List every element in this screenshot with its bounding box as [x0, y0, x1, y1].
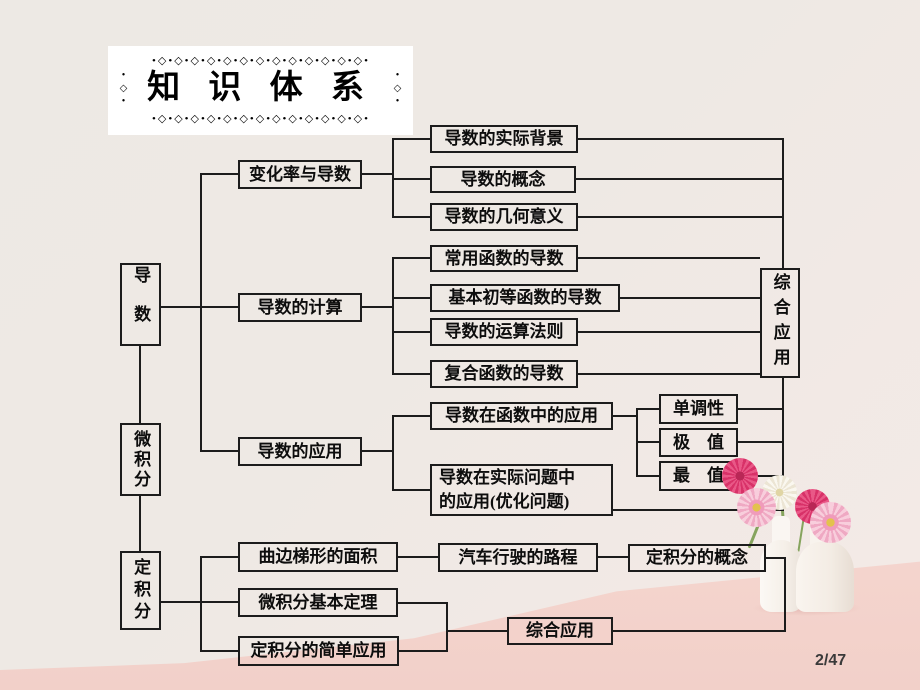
connector-line	[161, 306, 238, 308]
connector-line	[578, 331, 760, 333]
connector-line	[636, 441, 659, 443]
node-common-functions: 常用函数的导数	[430, 245, 578, 272]
node-actual-background: 导数的实际背景	[430, 125, 578, 153]
connector-line	[784, 557, 786, 632]
left-vase-body	[760, 540, 802, 612]
connector-line	[200, 173, 238, 175]
connector-line	[620, 297, 760, 299]
connector-line	[613, 509, 784, 511]
connector-line	[766, 557, 786, 559]
ornament-border-bottom: •◇•◇•◇•◇•◇•◇•◇•◇•◇•◇•◇•◇•◇•	[152, 113, 370, 125]
connector-line	[200, 556, 202, 652]
node-derivative: 导数	[120, 263, 161, 346]
node-rate-of-change: 变化率与导数	[238, 160, 362, 189]
node-derivative-application: 导数的应用	[238, 437, 362, 466]
connector-line	[578, 373, 760, 375]
connector-line	[578, 138, 784, 140]
node-composite-functions: 复合函数的导数	[430, 360, 578, 388]
ornament-border-top: •◇•◇•◇•◇•◇•◇•◇•◇•◇•◇•◇•◇•◇•	[152, 55, 370, 67]
connector-line	[398, 602, 448, 604]
connector-line	[392, 489, 430, 491]
connector-line	[636, 408, 659, 410]
node-basic-elementary: 基本初等函数的导数	[430, 284, 620, 312]
connector-line	[362, 450, 392, 452]
connector-line	[392, 178, 430, 180]
connector-line	[399, 650, 448, 652]
node-monotonicity: 单调性	[659, 394, 738, 424]
connector-line	[392, 331, 430, 333]
connector-line	[362, 306, 392, 308]
connector-line	[362, 173, 392, 175]
connector-line	[200, 450, 238, 452]
connector-line	[578, 257, 760, 259]
connector-line	[398, 556, 438, 558]
connector-line	[392, 138, 430, 140]
connector-line	[200, 650, 238, 652]
page-number: 2/47	[815, 652, 847, 669]
node-definite-integral: 定积分	[120, 551, 161, 630]
node-simple-application: 定积分的简单应用	[238, 636, 399, 666]
connector-line	[200, 556, 238, 558]
connector-line	[392, 257, 430, 259]
node-application-in-practical: 导数在实际问题中 的应用(优化问题)	[430, 464, 613, 516]
title-box: •◇•◇•◇•◇•◇•◇•◇•◇•◇•◇•◇•◇•◇• •◇•◇•◇•◇•◇•◇…	[108, 46, 413, 135]
connector-line	[392, 415, 430, 417]
connector-line	[446, 602, 448, 652]
connector-line	[139, 496, 141, 551]
connector-line	[576, 178, 784, 180]
ornament-border-right: •◇•	[392, 70, 403, 109]
node-fundamental-theorem: 微积分基本定理	[238, 588, 398, 617]
node-derivative-concept: 导数的概念	[430, 166, 576, 193]
connector-line	[446, 630, 507, 632]
connector-line	[392, 258, 394, 374]
connector-line	[782, 378, 784, 511]
connector-line	[392, 416, 394, 490]
node-definite-integral-concept: 定积分的概念	[628, 544, 766, 572]
node-geometric-meaning: 导数的几何意义	[430, 203, 578, 231]
node-comprehensive-application-bottom: 综合应用	[507, 617, 613, 645]
node-derivative-calculation: 导数的计算	[238, 293, 362, 322]
node-calculus: 微积分	[120, 423, 161, 496]
connector-line	[613, 415, 636, 417]
page-title: 知 识 体 系	[147, 70, 374, 106]
gerbera-flower-light-pink	[810, 502, 851, 543]
connector-line	[738, 408, 784, 410]
connector-line	[392, 373, 430, 375]
node-extreme-value: 极 值	[659, 428, 738, 457]
connector-line	[636, 409, 638, 477]
connector-line	[139, 346, 141, 423]
connector-line	[392, 216, 430, 218]
connector-line	[578, 216, 784, 218]
ornament-border-left: •◇•	[118, 70, 129, 109]
node-application-in-functions: 导数在函数中的应用	[430, 402, 613, 430]
connector-line	[636, 475, 659, 477]
node-operation-rules: 导数的运算法则	[430, 318, 578, 346]
connector-line	[738, 441, 784, 443]
connector-line	[161, 601, 238, 603]
node-comprehensive-application-right: 综合应用	[760, 268, 800, 378]
connector-line	[738, 475, 784, 477]
connector-line	[598, 556, 628, 558]
gerbera-flower-light-pink	[737, 488, 776, 527]
right-vase-body	[796, 542, 854, 612]
connector-line	[392, 297, 430, 299]
connector-line	[200, 174, 202, 452]
connector-line	[782, 138, 784, 268]
node-curved-trapezoid-area: 曲边梯形的面积	[238, 542, 398, 572]
connector-line	[613, 630, 786, 632]
node-car-driving-distance: 汽车行驶的路程	[438, 543, 598, 572]
